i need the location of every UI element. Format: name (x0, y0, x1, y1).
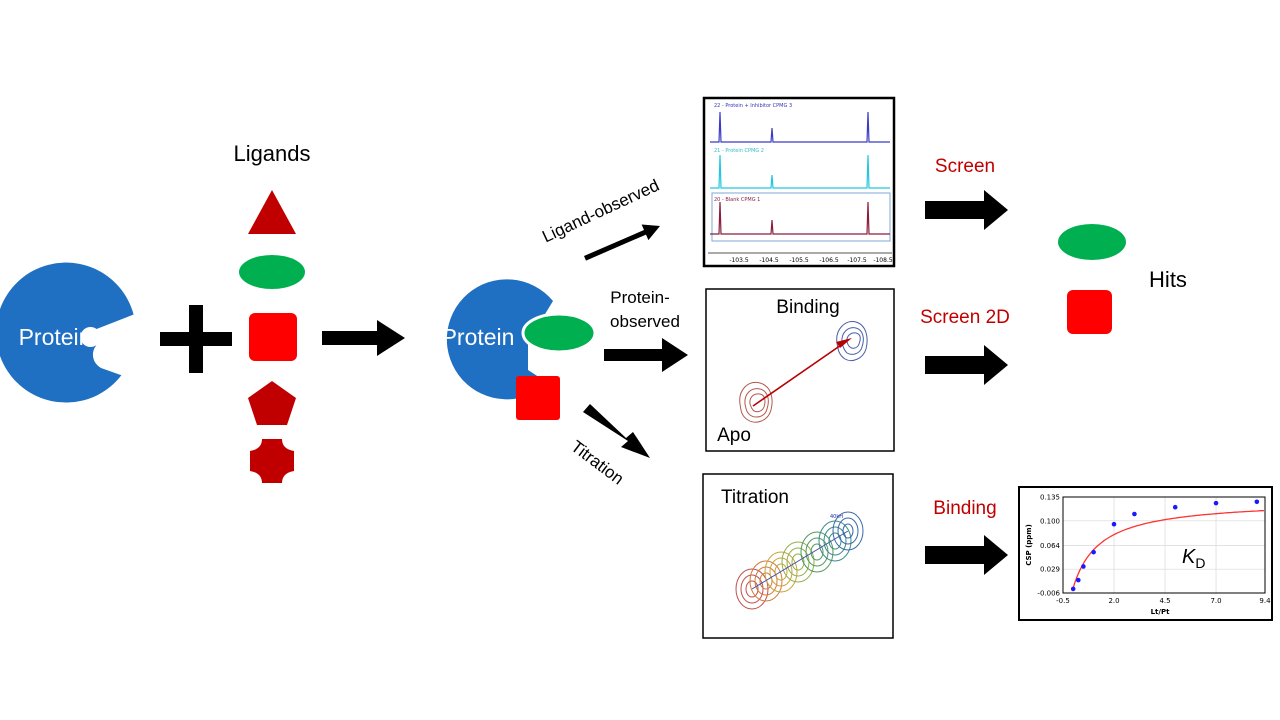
chart-ticks: -0.5 2.0 4.5 7.0 9.4 -0.006 0.029 0.064 0.100 0.1… (1037, 494, 1271, 606)
titration-contours (735, 511, 864, 610)
apo-label: Apo (717, 425, 751, 446)
data-point (1111, 521, 1117, 527)
kd-main: K (1182, 546, 1197, 568)
trace-top (710, 111, 890, 143)
arrow-to-complex-icon (322, 320, 405, 356)
arrow-ligand-observed-icon (584, 224, 660, 261)
apo-peak-contours (739, 381, 773, 423)
binding-curve-chart: -0.5 2.0 4.5 7.0 9.4 -0.006 0.029 0.064 0.100 0.1… (1018, 486, 1273, 621)
x-tick-label: 2.0 (1108, 597, 1119, 605)
kd-subscript: D (1195, 555, 1205, 571)
trace-mid-label: 21 - Protein CPMG 2 (714, 148, 764, 154)
binding-label: Binding (776, 297, 839, 318)
arrow-screen-icon (925, 190, 1008, 230)
titration-panel-title: Titration (721, 487, 789, 508)
arrow-screen-2d-icon (925, 345, 1008, 385)
shift-arrow (752, 342, 845, 407)
arrow-binding-icon (925, 535, 1008, 575)
chart-x-axis-label: Lt/Pt (1151, 608, 1170, 616)
hit-green-ligand-icon (1058, 224, 1126, 260)
titration-annotation: 40kH (830, 514, 843, 520)
screen-label: Screen (935, 156, 995, 177)
bound-green-ligand-icon (521, 312, 597, 354)
chart-points (1070, 499, 1260, 592)
data-point (1172, 504, 1178, 510)
chart-grid (1063, 497, 1265, 593)
x-tick-label: -0.5 (1056, 597, 1070, 605)
spectra-tick: -104.5 (759, 257, 779, 264)
trace-bot-label: 20 - Blank CPMG 1 (714, 197, 760, 203)
spectra-tick: -106.5 (819, 257, 839, 264)
triangle-ligand-icon (248, 190, 296, 234)
plus-icon (160, 305, 232, 373)
y-tick-label: 0.135 (1040, 494, 1060, 502)
bound-protein-shape (446, 279, 553, 400)
data-point (1132, 511, 1137, 517)
data-point (1254, 499, 1260, 505)
hits-label: Hits (1149, 267, 1187, 292)
arrow-titration-icon (583, 404, 650, 458)
cross-ligand-icon (250, 439, 294, 483)
data-point (1213, 500, 1219, 506)
y-tick-label: 0.100 (1040, 517, 1060, 525)
shift-arrowhead-icon (836, 338, 852, 348)
square-ligand-icon (249, 313, 297, 361)
protein-observed-label-line1: Protein- (610, 288, 670, 307)
titration-path-line (751, 530, 849, 590)
protein-shape (0, 262, 134, 403)
arrow-protein-observed-icon (604, 338, 688, 372)
chart-y-axis-label: CSP (ppm) (1025, 524, 1033, 566)
spectra-tick: -108.5 (873, 257, 893, 264)
titration-panel: Titration 40kH (702, 473, 894, 639)
binding-outcome-label: Binding (933, 498, 996, 519)
bound-protein-label: Protein (442, 324, 515, 350)
ellipse-ligand-icon (239, 255, 305, 289)
trace-mid (710, 154, 890, 189)
spectra-tick: -103.5 (729, 257, 749, 264)
pentagon-ligand-icon (248, 381, 296, 425)
spectra-tick: -107.5 (847, 257, 867, 264)
bound-red-ligand-icon (516, 376, 560, 420)
protein-observed-label-line2: observed (610, 312, 680, 331)
x-tick-label: 7.0 (1210, 597, 1221, 605)
y-tick-label: 0.064 (1040, 542, 1061, 550)
y-tick-label: 0.029 (1040, 566, 1060, 574)
fit-curve (1071, 509, 1265, 592)
bound-peak-contours (836, 321, 868, 362)
kd-label: KD (1182, 546, 1205, 571)
screen-2d-label: Screen 2D (920, 307, 1010, 328)
data-point (1091, 549, 1096, 555)
data-point (1076, 577, 1081, 583)
spectra-tick: -105.5 (789, 257, 809, 264)
data-point (1070, 586, 1076, 592)
protein-label: Protein (19, 324, 92, 350)
ligand-observed-label: Ligand-observed (539, 176, 662, 247)
titration-path-label: Titration (567, 437, 627, 489)
data-point (1081, 564, 1086, 569)
trace-top-label: 22 - Protein + Inhibitor CPMG 3 (714, 103, 792, 109)
y-tick-label: -0.006 (1037, 590, 1060, 598)
trace-bot (710, 201, 890, 235)
ligands-label: Ligands (233, 141, 310, 166)
ligand-observed-spectra-panel: 22 - Protein + Inhibitor CPMG 3 21 - Pro… (702, 96, 896, 268)
binding-2d-panel: Binding Apo (705, 288, 895, 452)
x-tick-label: 9.4 (1259, 597, 1271, 605)
x-tick-label: 4.5 (1159, 597, 1170, 605)
hit-red-ligand-icon (1067, 290, 1112, 334)
